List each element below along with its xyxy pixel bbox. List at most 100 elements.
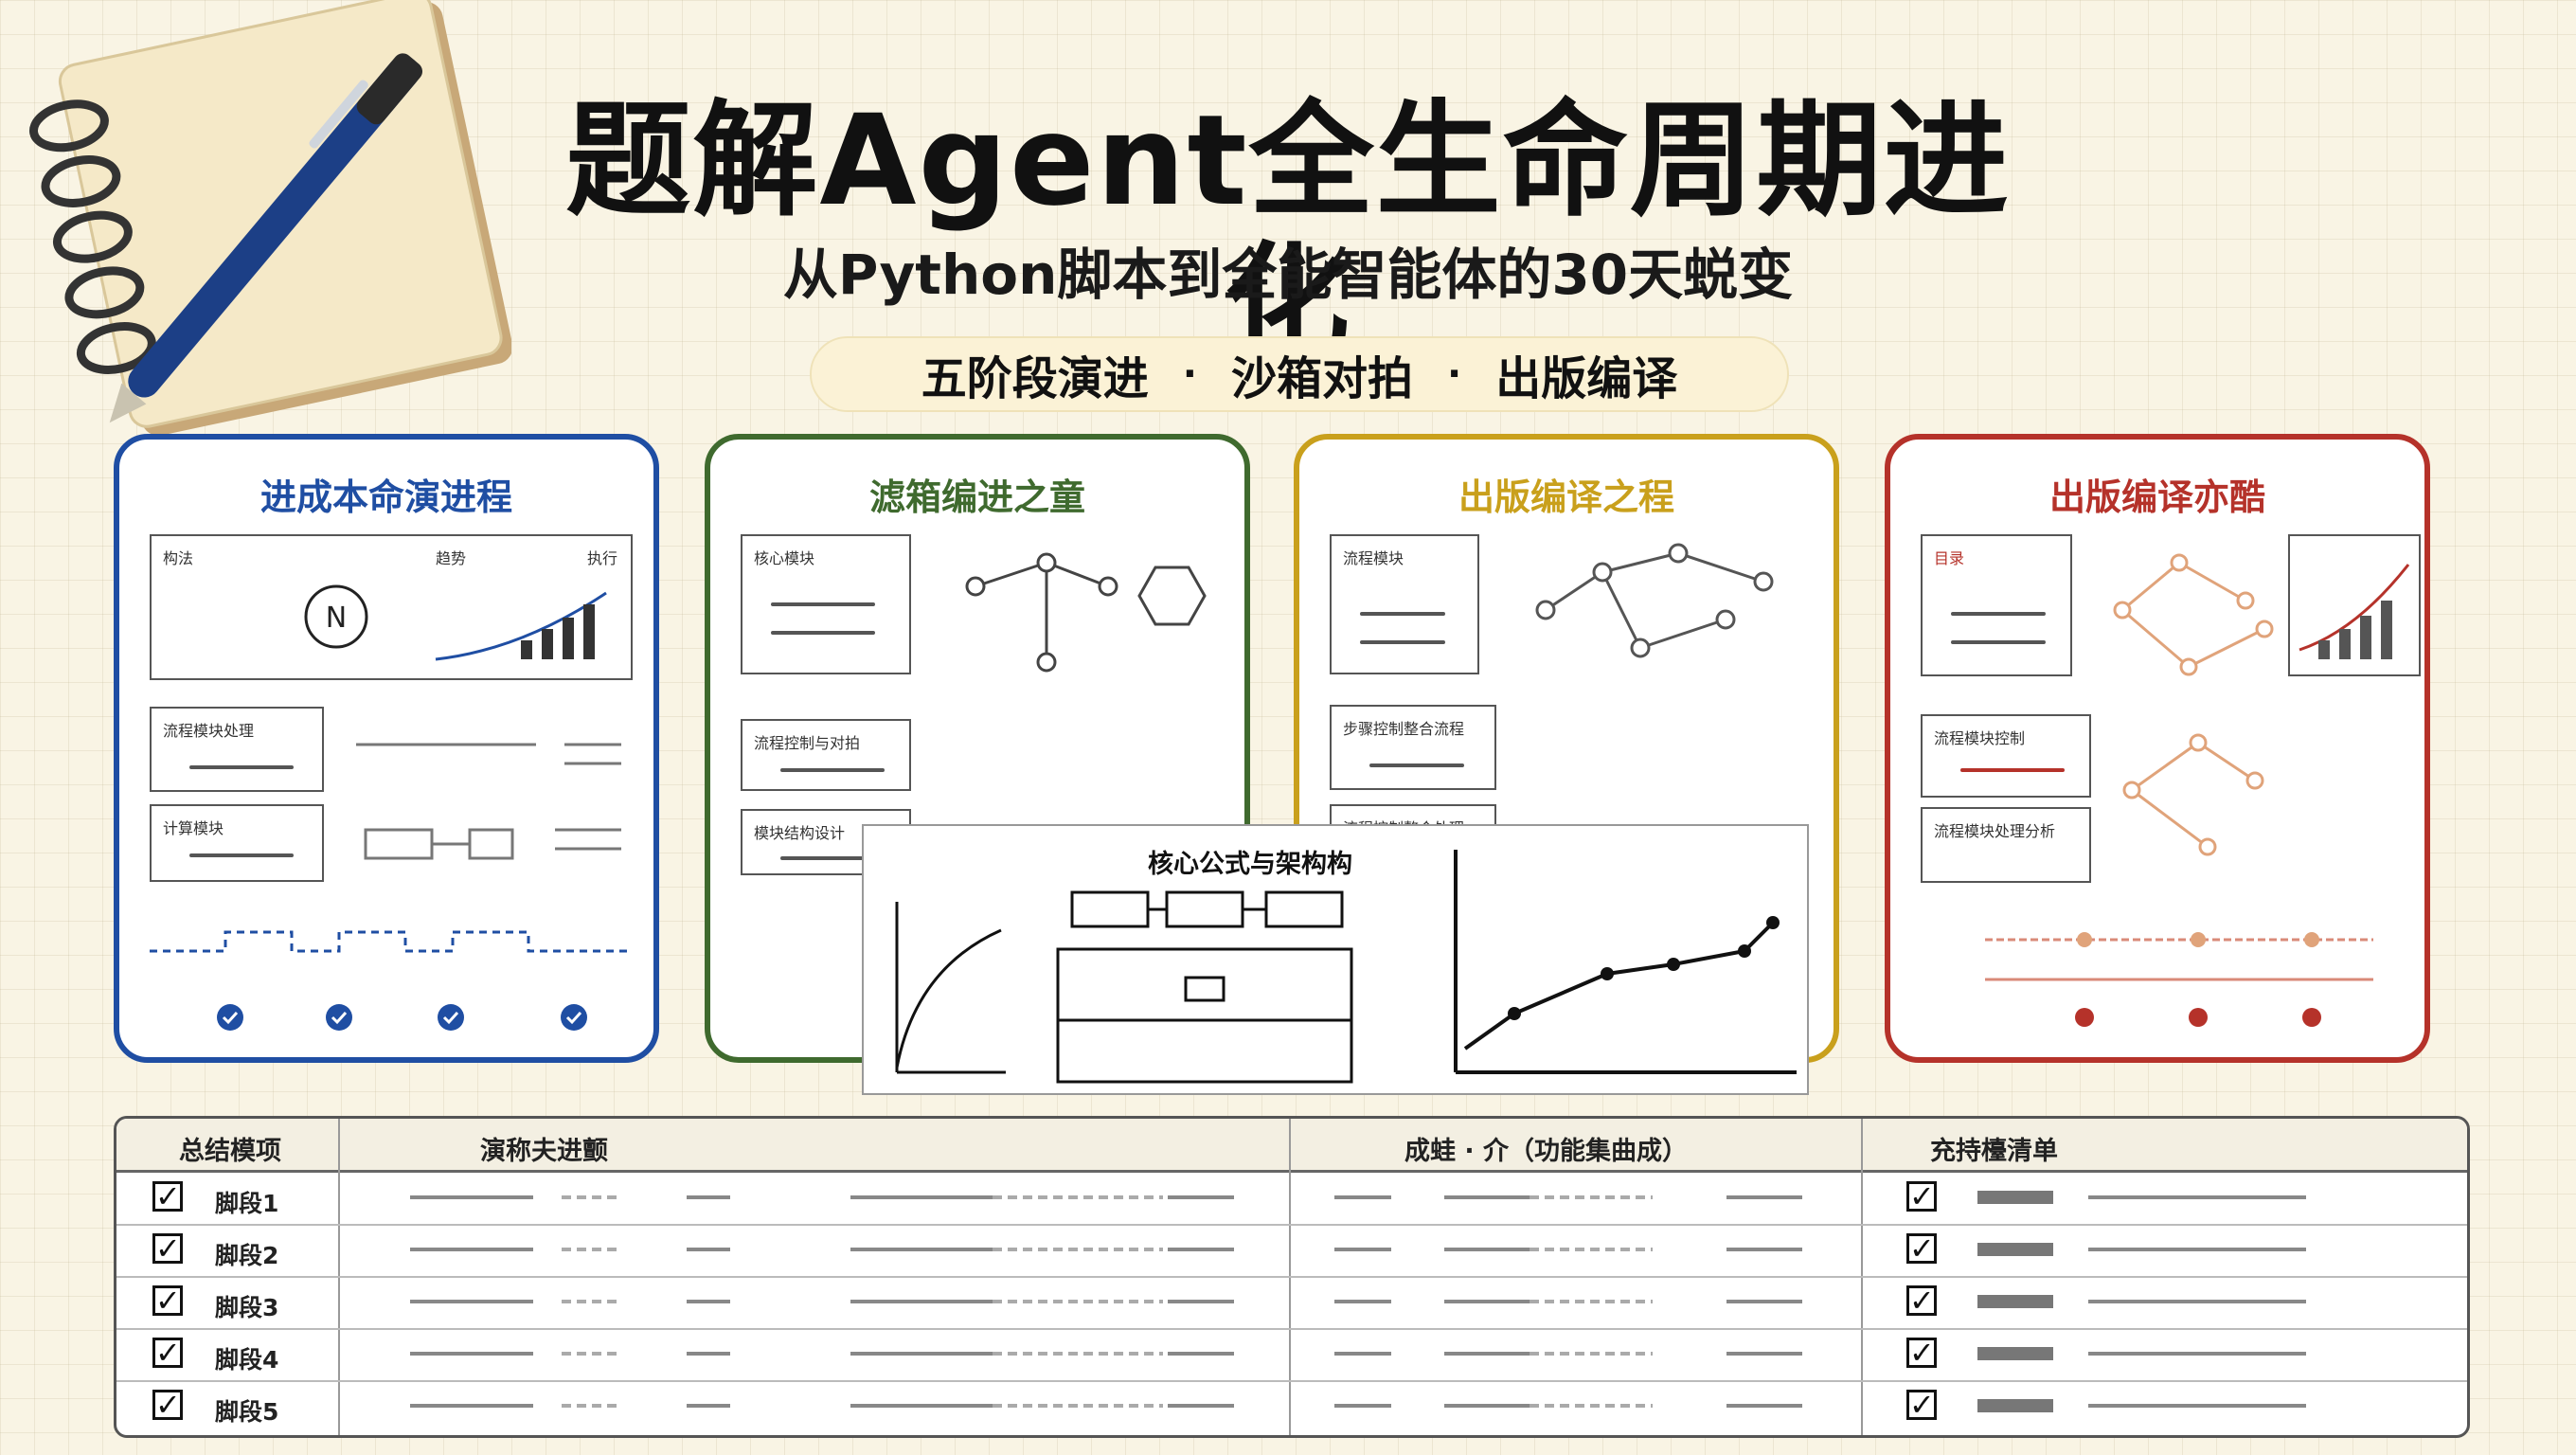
row-checkbox[interactable]: ✓ xyxy=(152,1181,183,1212)
table-header: 总结模项 演称夫进颤 成蛙 · 介（功能集曲成） 充持檯清单 xyxy=(116,1119,2467,1173)
row-line xyxy=(1444,1300,1530,1303)
row-line xyxy=(1530,1195,1653,1199)
module-box: 流程模块处理分析 xyxy=(1921,807,2091,883)
box-label: 流程控制与对拍 xyxy=(754,734,861,752)
row-checkbox[interactable]: ✓ xyxy=(1906,1338,1937,1368)
row-checkbox[interactable]: ✓ xyxy=(152,1390,183,1420)
row-line xyxy=(1726,1352,1802,1356)
row-line xyxy=(410,1352,533,1356)
text-line xyxy=(1951,640,2046,644)
text-line xyxy=(1360,640,1445,644)
module-box: 流程模块处理 xyxy=(150,707,324,792)
tag-sandbox: 沙箱对拍 xyxy=(1230,352,1413,405)
core-architecture-card: 核心公式与架构构 xyxy=(862,824,1809,1095)
row-line xyxy=(1977,1243,2053,1256)
table-row: ✓ 脚段2 ✓ xyxy=(116,1224,2467,1278)
row-checkbox[interactable]: ✓ xyxy=(152,1233,183,1264)
timeline-wave xyxy=(150,930,633,1031)
column-header: 成蛙 · 介（功能集曲成） xyxy=(1404,1137,1689,1166)
row-checkbox[interactable]: ✓ xyxy=(152,1338,183,1368)
row-line xyxy=(562,1248,618,1251)
row-line xyxy=(1726,1195,1802,1199)
row-line xyxy=(410,1300,533,1303)
row-line xyxy=(993,1352,1163,1356)
box-label: 流程模块处理分析 xyxy=(1934,822,2056,840)
row-line xyxy=(1444,1248,1530,1251)
panel-title: 滤箱编进之童 xyxy=(868,476,1085,518)
row-line xyxy=(1334,1404,1391,1408)
row-line xyxy=(1530,1404,1653,1408)
row-label: 脚段2 xyxy=(215,1242,279,1269)
bar-growth-icon xyxy=(2299,564,2410,659)
module-box: 流程控制与对拍 xyxy=(741,719,911,791)
row-line xyxy=(410,1248,533,1251)
module-box: 步骤控制整合流程 xyxy=(1330,705,1496,790)
compass-icon: N xyxy=(304,584,368,649)
panel-publish-advanced: 出版编译亦酷 目录 流程模块控制 流程模块处理分析 xyxy=(1885,434,2430,1063)
row-line xyxy=(1530,1300,1653,1303)
row-line xyxy=(1530,1248,1653,1251)
row-line xyxy=(687,1195,730,1199)
row-checkbox[interactable]: ✓ xyxy=(1906,1390,1937,1420)
row-line xyxy=(2088,1404,2306,1408)
row-line xyxy=(1530,1352,1653,1356)
subtitle: 从Python脚本到全能智能体的30天蜕变 xyxy=(782,242,1794,307)
row-line xyxy=(687,1248,730,1251)
panel-title: 出版编译之程 xyxy=(1458,476,1674,518)
text-line xyxy=(1951,612,2046,616)
text-line xyxy=(1369,763,1464,767)
row-line xyxy=(1168,1300,1234,1303)
row-line xyxy=(1334,1352,1391,1356)
line-chart xyxy=(1454,850,1797,1074)
text-line xyxy=(780,856,885,860)
box-label: 流程模块 xyxy=(1343,549,1404,567)
row-line xyxy=(687,1352,730,1356)
module-box: 流程模块 xyxy=(1330,534,1479,674)
row-line xyxy=(1977,1347,2053,1360)
text-line xyxy=(189,853,294,857)
node-network xyxy=(1535,543,1774,658)
text-line xyxy=(1360,612,1445,616)
tag-publish: 出版编译 xyxy=(1495,352,1678,405)
architecture-diagram xyxy=(1056,890,1353,1084)
row-line xyxy=(1168,1352,1234,1356)
box-label: 核心模块 xyxy=(754,549,815,567)
box-label: 构法 xyxy=(163,549,194,567)
tag-pill: 五阶段演进 · 沙箱对拍 · 出版编译 xyxy=(810,336,1789,412)
row-line xyxy=(1444,1195,1530,1199)
row-line xyxy=(687,1300,730,1303)
row-line xyxy=(562,1352,618,1356)
row-line xyxy=(993,1248,1163,1251)
node-graph xyxy=(965,552,1207,673)
row-checkbox[interactable]: ✓ xyxy=(1906,1285,1937,1316)
growth-chart-icon xyxy=(435,591,607,661)
row-line xyxy=(850,1248,993,1251)
row-line xyxy=(1168,1404,1234,1408)
table-row: ✓ 脚段3 ✓ xyxy=(116,1276,2467,1330)
row-checkbox[interactable]: ✓ xyxy=(1906,1233,1937,1264)
box-label: 目录 xyxy=(1934,549,1965,567)
row-line xyxy=(993,1195,1163,1199)
row-line xyxy=(562,1195,618,1199)
table-row: ✓ 脚段4 ✓ xyxy=(116,1328,2467,1382)
module-box: 核心模块 xyxy=(741,534,911,674)
module-box: 目录 xyxy=(1921,534,2072,676)
box-label: 模块结构设计 xyxy=(754,824,846,842)
row-checkbox[interactable]: ✓ xyxy=(1906,1181,1937,1212)
row-line xyxy=(850,1404,993,1408)
column-header: 总结模项 xyxy=(179,1137,281,1166)
row-label: 脚段1 xyxy=(215,1190,279,1217)
row-line xyxy=(687,1404,730,1408)
row-line xyxy=(1726,1404,1802,1408)
row-line xyxy=(850,1195,993,1199)
row-line xyxy=(993,1300,1163,1303)
box-label: 步骤控制整合流程 xyxy=(1343,720,1465,738)
row-checkbox[interactable]: ✓ xyxy=(152,1285,183,1316)
panel-title: 出版编译亦酷 xyxy=(2048,476,2265,518)
timeline-track xyxy=(1985,932,2373,1027)
tag-separator: · xyxy=(1182,352,1197,396)
row-line xyxy=(1726,1300,1802,1303)
row-line xyxy=(2088,1352,2306,1356)
box-label: 执行 xyxy=(587,549,618,567)
row-line xyxy=(1977,1295,2053,1308)
